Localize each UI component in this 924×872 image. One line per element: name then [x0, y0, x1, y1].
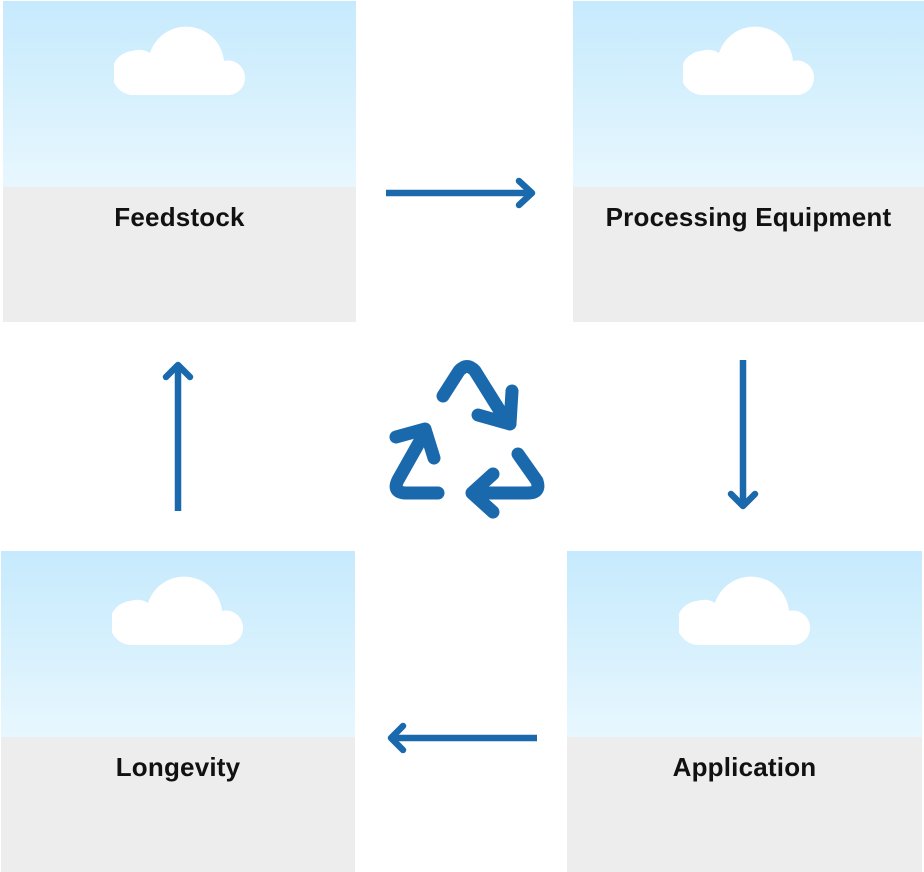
stage-label: Longevity [115, 752, 241, 782]
stage-label: Feedstock [114, 202, 245, 232]
stage-image-placeholder [3, 1, 356, 187]
cloud-icon [113, 26, 245, 95]
arrow-left-icon [387, 722, 537, 754]
stage-image-placeholder [573, 1, 924, 187]
stage-card-application: Application [567, 551, 922, 872]
stage-image-placeholder [1, 551, 355, 737]
stage-card-processing-equipment: Processing Equipment [573, 1, 924, 322]
arrow-right-icon [386, 177, 536, 209]
recycle-icon [389, 360, 545, 519]
stage-card-feedstock: Feedstock [3, 1, 356, 322]
stage-image-placeholder [567, 551, 922, 737]
cloud-icon [112, 576, 244, 645]
cloud-icon [682, 26, 814, 95]
stage-card-longevity: Longevity [1, 551, 355, 872]
stage-label: Application [672, 752, 817, 782]
stage-label: Processing Equipment [605, 202, 892, 232]
cloud-icon [678, 576, 810, 645]
arrow-up-icon [162, 361, 194, 511]
arrow-down-icon [727, 360, 759, 510]
